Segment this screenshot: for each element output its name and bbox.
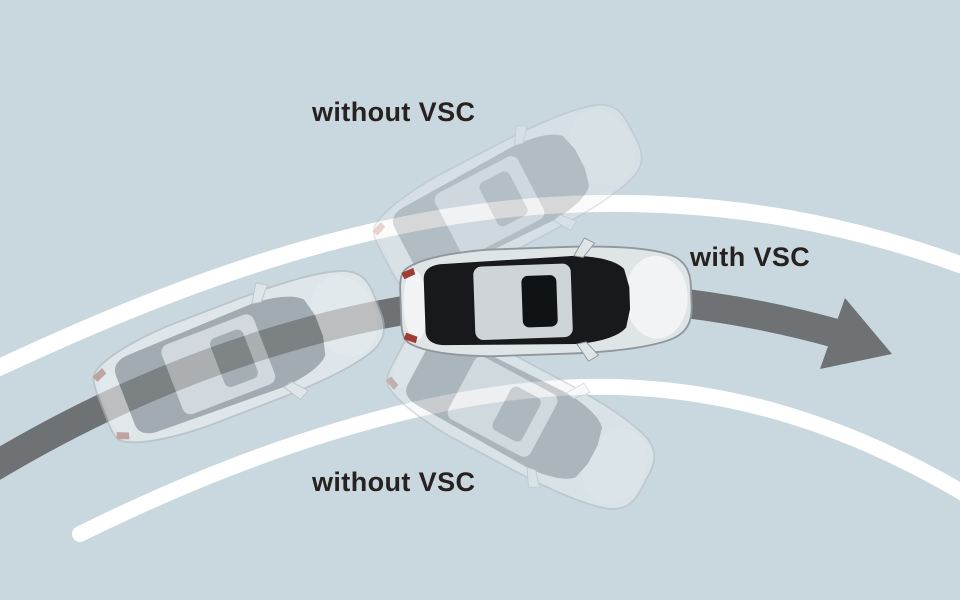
label-with-vsc: with VSC [690,242,811,272]
label-without-vsc-bottom: without VSC [312,467,476,497]
label-without-vsc-top: without VSC [312,97,476,127]
vsc-path-arrowhead-icon [820,298,892,369]
